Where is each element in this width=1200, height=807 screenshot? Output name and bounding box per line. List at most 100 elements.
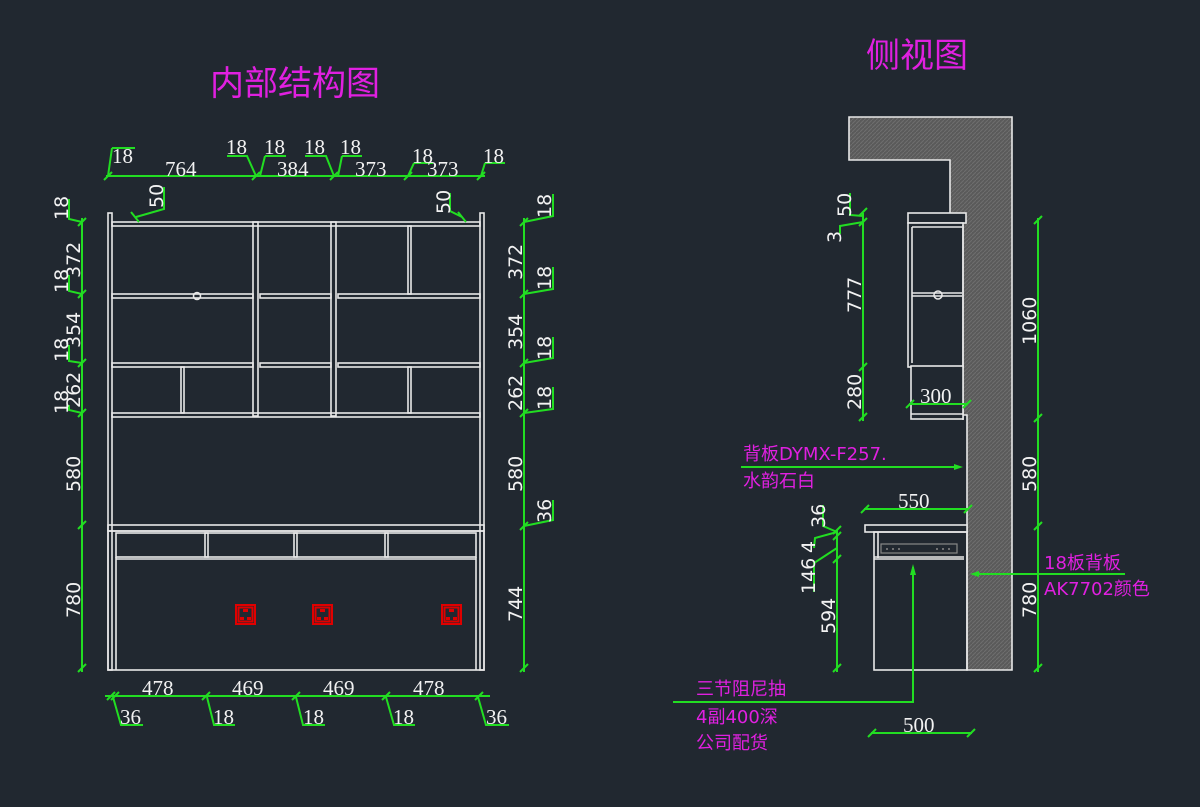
shelf (111, 412, 481, 418)
dim-text: 764 (165, 157, 197, 181)
front-bottom-dimensions: 478 469 469 478 36 18 18 18 36 (105, 676, 509, 729)
dim-text: 18 (534, 336, 556, 360)
drawer-rail (115, 532, 477, 558)
top-offset-dims: 50 50 (130, 184, 467, 223)
dim-text: 146 (798, 558, 820, 594)
dim-text: 777 (844, 277, 866, 313)
dim-text: 373 (355, 157, 387, 181)
dim-text: 18 (51, 338, 73, 362)
front-right-dimensions: 18 372 18 354 18 262 18 580 36 744 (505, 194, 556, 673)
dim-text: 780 (63, 582, 85, 618)
dim-text: 373 (427, 157, 459, 181)
dim-text: 18 (340, 135, 361, 159)
side-left-dimensions: 50 3 777 280 36 4 146 594 (798, 193, 868, 673)
dim-text: 36 (120, 705, 141, 729)
upper-top (907, 212, 967, 224)
countertop-side (864, 524, 968, 533)
base-cabinet-side (864, 524, 968, 671)
dim-text: 469 (323, 676, 355, 700)
dim-text: 50 (146, 184, 168, 208)
shelf (259, 293, 332, 299)
front-view-title: 内部结构图 (210, 64, 380, 104)
socket-icon (235, 604, 256, 625)
base-body (873, 531, 968, 671)
upper-cabinet-side (907, 212, 967, 420)
dim-text: 780 (1019, 582, 1041, 618)
dim-text: 262 (505, 375, 527, 411)
dim-text: 18 (304, 135, 325, 159)
dim-text: 469 (232, 676, 264, 700)
dim-text: 18 (534, 194, 556, 218)
annotation-leaders (673, 464, 1125, 703)
partition (180, 366, 185, 414)
base-cabinet (107, 530, 485, 671)
front-top-dimensions: 18 764 18 18 384 18 18 373 18 373 18 (103, 135, 505, 181)
drawer-note-line1: 三节阻尼抽 (696, 679, 786, 700)
drawer-divider (204, 532, 209, 558)
dim-text: 18 (51, 196, 73, 220)
dim-text: 50 (433, 190, 455, 214)
dim-text: 36 (534, 499, 556, 523)
dim-text: 478 (413, 676, 445, 700)
side-view-title: 侧视图 (866, 36, 968, 76)
dim-text: 594 (818, 598, 840, 634)
dim-text: 3 (824, 231, 846, 243)
board-note-line2: AK7702颜色 (1044, 579, 1150, 600)
dim-text: 18 (483, 144, 504, 168)
board-note-line1: 18板背板 (1044, 553, 1121, 574)
wall-section (848, 116, 1013, 671)
dim-text: 18 (393, 705, 414, 729)
partition (407, 366, 412, 414)
dim-text: 580 (1019, 456, 1041, 492)
dim-text: 372 (63, 242, 85, 278)
dim-text: 1060 (1019, 297, 1041, 345)
front-cabinet (107, 212, 485, 671)
top-panel (111, 221, 481, 227)
partition (407, 225, 412, 295)
divider-1 (252, 221, 259, 417)
upper-door (907, 222, 964, 368)
cooktop (880, 543, 958, 554)
dim-text: 18 (112, 144, 133, 168)
dim-text: 300 (920, 384, 952, 408)
dim-text: 372 (505, 244, 527, 280)
dim-text: 354 (63, 312, 85, 348)
drawer-note-line3: 公司配货 (696, 733, 768, 754)
back-panel-note-line2: 水韵石白 (743, 471, 815, 492)
dim-text: 262 (63, 372, 85, 408)
dim-text: 18 (51, 269, 73, 293)
socket-icon (312, 604, 333, 625)
dim-text: 36 (486, 705, 507, 729)
back-panel-note-line1: 背板DYMX-F257. (743, 444, 887, 465)
drawer-divider (293, 532, 298, 558)
socket-icon (441, 604, 462, 625)
dim-text: 18 (534, 266, 556, 290)
dim-text: 36 (808, 504, 830, 528)
knob-icon (192, 291, 202, 301)
dim-text: 18 (213, 705, 234, 729)
dim-text: 18 (51, 390, 73, 414)
dim-text: 50 (834, 193, 856, 217)
dim-text: 500 (903, 713, 935, 737)
dim-text: 280 (844, 374, 866, 410)
dim-text: 744 (505, 586, 527, 622)
dim-text: 18 (303, 705, 324, 729)
side-right-dimensions: 1060 580 780 (1019, 215, 1043, 673)
dim-text: 384 (277, 157, 309, 181)
shelf (111, 293, 254, 299)
dim-text: 18 (412, 144, 433, 168)
dim-text: 4 (798, 541, 820, 553)
countertop (107, 524, 485, 532)
open-shelf (910, 365, 964, 420)
knob-icon (933, 290, 943, 300)
front-left-dimensions: 18 372 18 354 18 262 18 580 780 (51, 196, 87, 673)
drawer-note-line2: 4副400深 (696, 707, 778, 728)
dim-text: 580 (63, 456, 85, 492)
dim-text: 354 (505, 314, 527, 350)
dim-text: 18 (264, 135, 285, 159)
depth-dimensions: 300 550 500 (860, 384, 976, 738)
dim-text: 478 (142, 676, 174, 700)
dim-text: 18 (534, 386, 556, 410)
dim-text: 18 (226, 135, 247, 159)
